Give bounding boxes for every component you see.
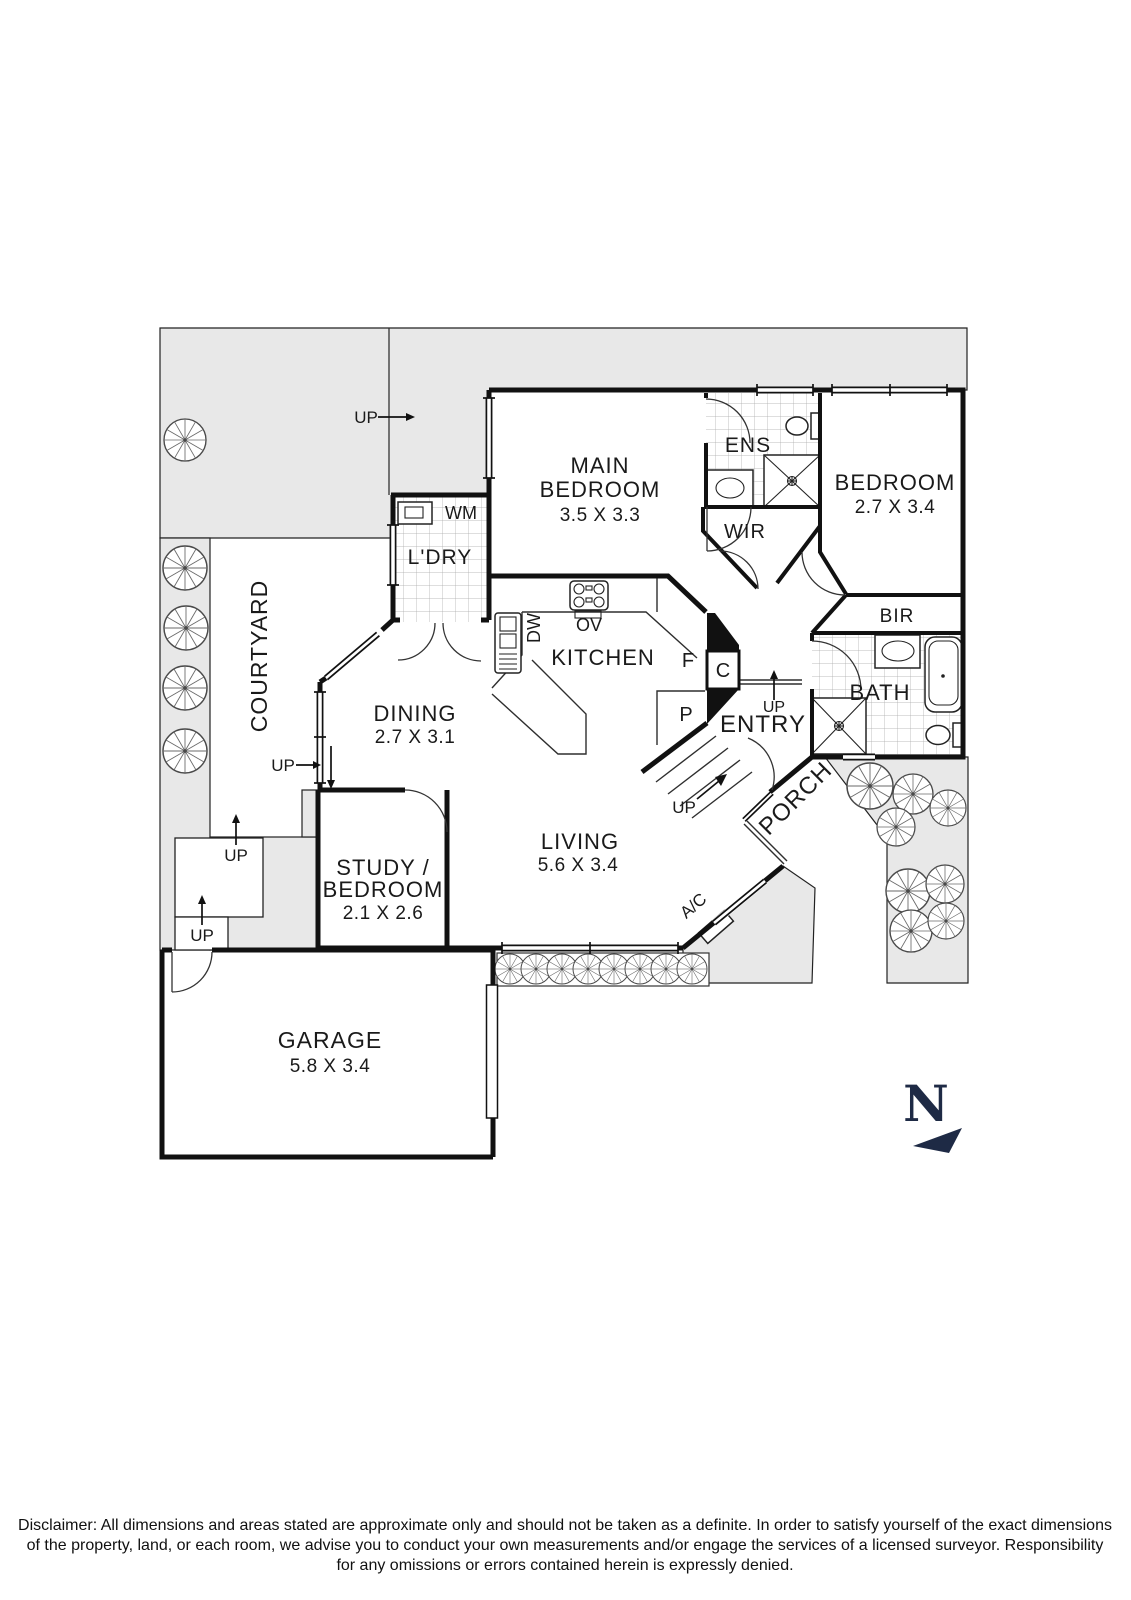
black-wall-upper bbox=[707, 613, 739, 651]
door-arcs bbox=[171, 398, 862, 1119]
bir-label: BIR bbox=[880, 606, 915, 627]
wir-door bbox=[719, 550, 759, 590]
porch-step-line2 bbox=[746, 820, 788, 862]
window-living-diagonal bbox=[711, 878, 768, 926]
up-label-entry-steps: UP bbox=[672, 798, 696, 817]
wm-label: WM bbox=[445, 503, 477, 523]
up-label-entry-inner: UP bbox=[763, 699, 785, 716]
main-bedroom-label-1: MAIN bbox=[571, 453, 630, 478]
disclaimer-line-1: Disclaimer: All dimensions and areas sta… bbox=[18, 1517, 1112, 1534]
bath-basin-icon bbox=[874, 634, 921, 669]
window-bath-south bbox=[843, 753, 875, 761]
black-wall-lower bbox=[707, 689, 739, 724]
main-bedroom-dims: 3.5 X 3.3 bbox=[560, 505, 641, 526]
bath-label: BATH bbox=[849, 680, 910, 705]
compass-arrow bbox=[913, 1128, 962, 1153]
living-dims: 5.6 X 3.4 bbox=[538, 855, 619, 876]
kitchen-sink-icon bbox=[494, 612, 522, 674]
window-main-bedroom-west bbox=[483, 397, 495, 479]
bath-toilet-icon bbox=[925, 722, 964, 748]
up-label-landing-upper: UP bbox=[224, 846, 248, 865]
window-ens-north bbox=[756, 384, 814, 396]
bath-shower-icon bbox=[811, 697, 867, 755]
pantry-label: P bbox=[679, 704, 692, 726]
garage-side-door bbox=[171, 951, 213, 993]
main-bedroom-door bbox=[706, 506, 752, 552]
bathtub-icon bbox=[924, 636, 963, 713]
dining-dims: 2.7 X 3.1 bbox=[375, 727, 456, 748]
porch-step-line bbox=[743, 823, 785, 865]
wir-label: WIR bbox=[724, 521, 766, 543]
fixtures bbox=[397, 412, 964, 945]
disclaimer-line-2: of the property, land, or each room, we … bbox=[27, 1537, 1104, 1554]
window-bedroom-north bbox=[831, 384, 948, 396]
dining-label: DINING bbox=[374, 701, 457, 726]
bedroom-label: BEDROOM bbox=[835, 470, 956, 495]
landing-upper bbox=[174, 837, 264, 918]
study-label-1: STUDY / bbox=[336, 855, 429, 880]
study-dims: 2.1 X 2.6 bbox=[343, 903, 424, 924]
kitchen-peninsula bbox=[491, 659, 587, 755]
compass-north-label: N bbox=[903, 1074, 949, 1133]
washing-machine-icon bbox=[397, 501, 433, 525]
garage-label: GARAGE bbox=[278, 1027, 382, 1053]
labels: UP UP UP UP UP UP COURTYARD DINING 2.7 X… bbox=[190, 408, 956, 1077]
courtyard-label: COURTYARD bbox=[246, 580, 272, 733]
entry-label: ENTRY bbox=[720, 711, 806, 738]
front-door-swing bbox=[747, 737, 775, 791]
window-living-south bbox=[501, 942, 679, 954]
pantry-divider bbox=[656, 690, 705, 745]
bedroom-dims: 2.7 X 3.4 bbox=[855, 497, 936, 518]
disclaimer: Disclaimer: All dimensions and areas sta… bbox=[18, 1517, 1112, 1574]
cupboard-box bbox=[705, 649, 741, 691]
kitchen-counter-edge bbox=[522, 611, 698, 659]
ens-basin-icon bbox=[706, 469, 754, 507]
cooktop-icon bbox=[569, 580, 609, 619]
cupboard-label: C bbox=[716, 660, 730, 682]
bedroom-door bbox=[801, 551, 846, 596]
cupboard-column bbox=[705, 613, 741, 724]
laundry-label: L'DRY bbox=[408, 546, 473, 569]
study-door bbox=[404, 789, 448, 833]
hedge-planter bbox=[494, 952, 710, 987]
kitchen-counter-left bbox=[491, 612, 523, 689]
bath-door bbox=[811, 640, 862, 691]
ens-label: ENS bbox=[725, 434, 771, 457]
entry-stairs bbox=[655, 735, 753, 819]
window-dining-bay bbox=[323, 631, 381, 681]
up-label-landing-lower: UP bbox=[190, 926, 214, 945]
compass: N bbox=[903, 1074, 962, 1153]
garage-door-panel bbox=[485, 984, 499, 1119]
kitchen-label: KITCHEN bbox=[551, 645, 655, 670]
window-laundry-west bbox=[387, 524, 399, 586]
window-dining-west bbox=[314, 691, 326, 784]
study-label-2: BEDROOM bbox=[323, 877, 444, 902]
windows bbox=[314, 384, 948, 954]
ens-shower-icon bbox=[763, 454, 821, 508]
fridge-label: F bbox=[682, 650, 694, 672]
disclaimer-line-3: for any omissions or errors contained he… bbox=[336, 1557, 793, 1574]
up-label-driveway: UP bbox=[354, 408, 378, 427]
laundry-door-right bbox=[442, 622, 482, 662]
ens-door bbox=[705, 398, 751, 444]
laundry-door-left bbox=[397, 622, 436, 661]
front-door bbox=[742, 791, 774, 822]
living-label: LIVING bbox=[541, 829, 619, 854]
dw-label: DW bbox=[524, 613, 544, 643]
direction-arrows bbox=[198, 413, 778, 925]
ov-label: OV bbox=[576, 615, 602, 635]
garage-dims: 5.8 X 3.4 bbox=[290, 1056, 371, 1077]
main-bedroom-label-2: BEDROOM bbox=[540, 477, 661, 502]
interior-lines bbox=[491, 576, 802, 865]
up-label-courtyard-door: UP bbox=[271, 756, 295, 775]
